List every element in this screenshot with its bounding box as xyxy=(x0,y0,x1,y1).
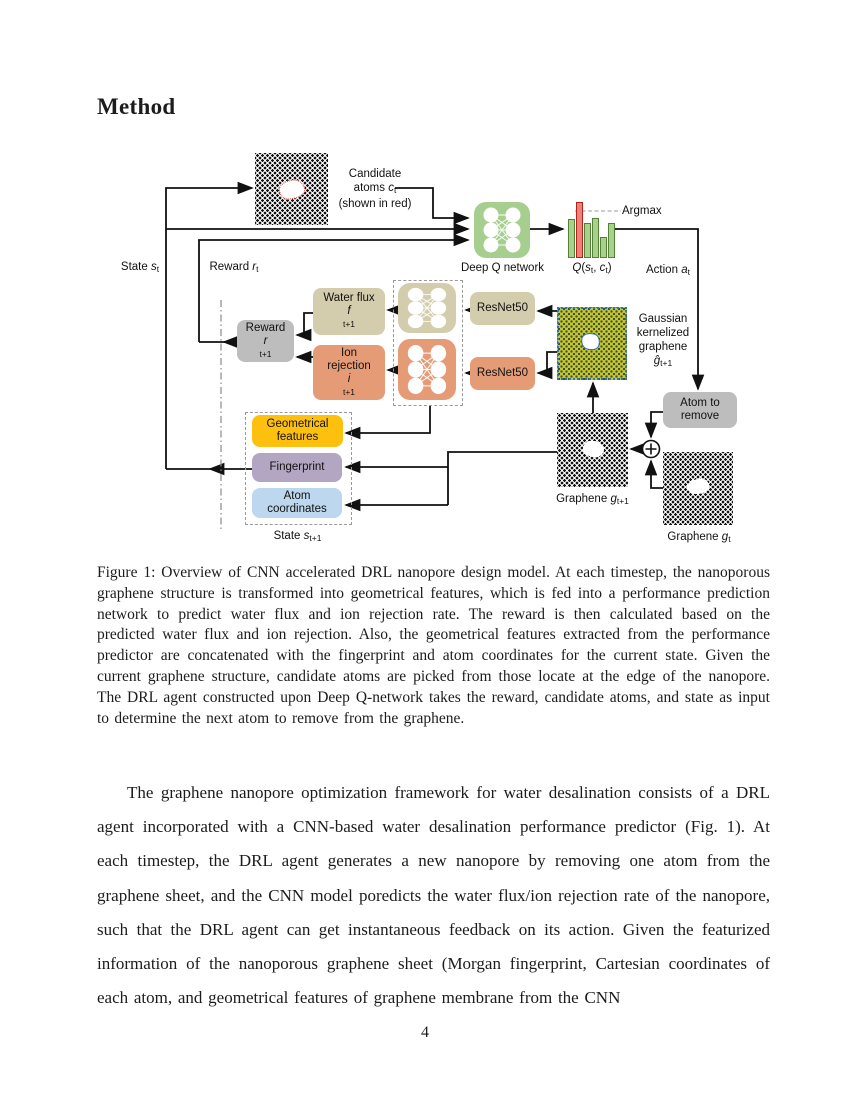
candidate-graphene-image xyxy=(255,153,328,225)
q-bar xyxy=(592,218,599,258)
gaussian-pore xyxy=(579,330,602,353)
graphene-t1-pore xyxy=(581,439,606,459)
gaussian-to-resnet-bottom-line xyxy=(536,351,557,380)
state-dashed-box xyxy=(245,412,352,525)
waterflux-to-reward-line xyxy=(295,312,313,342)
q-bar xyxy=(568,219,575,258)
figure-caption: Figure 1: Overview of CNN accelerated DR… xyxy=(97,564,770,727)
q-bar xyxy=(608,223,615,258)
argmax-label: Argmax xyxy=(622,205,662,217)
page-number: 4 xyxy=(421,1024,429,1041)
deep-q-network-label: Deep Q network xyxy=(460,262,545,274)
graphene-t1-label: Graphene gt+1 xyxy=(556,493,629,506)
reward-t-label: Reward rt xyxy=(209,261,259,274)
graphene-t-image xyxy=(663,452,733,525)
body-paragraph: The graphene nanopore optimization frame… xyxy=(97,783,770,1008)
q-bars xyxy=(568,202,615,258)
fingerprint-node: Fingerprint xyxy=(252,453,342,482)
neural-network-icon xyxy=(407,287,447,329)
graphene-t-pore xyxy=(685,476,711,497)
atomremove-to-plus-line xyxy=(644,411,663,439)
q-bar xyxy=(600,237,607,258)
deep-q-network-node xyxy=(474,202,530,258)
gaussian-graphene-image xyxy=(557,307,627,380)
graphene-t1-image xyxy=(557,413,628,487)
predictor-dashed-box xyxy=(393,280,463,406)
resnet50-bottom-node: ResNet50 xyxy=(470,357,535,390)
candidate-pore xyxy=(277,178,307,201)
graphene-t-label: Graphene gt xyxy=(667,531,731,544)
q-bar-chart xyxy=(568,202,615,258)
resnet50-top-node: ResNet50 xyxy=(470,292,535,325)
state-t1-label: State st+1 xyxy=(273,530,322,543)
action-label: Action at xyxy=(646,264,690,277)
section-heading: Method xyxy=(97,94,176,119)
graphenet1-to-state-line xyxy=(447,451,557,505)
nn-to-geometrical-line xyxy=(344,406,431,440)
graphenet-to-plus-line xyxy=(644,459,663,489)
q-bar xyxy=(576,202,583,258)
q-bar xyxy=(584,223,591,258)
waterflux-nn-node xyxy=(398,283,456,333)
ion-nn-node xyxy=(398,339,456,400)
q-values-label: Q(st, ct) xyxy=(572,262,612,275)
neural-network-icon xyxy=(483,207,521,253)
combine-plus-node xyxy=(641,439,661,459)
state-t-label: State st xyxy=(120,261,160,274)
neural-network-icon xyxy=(407,344,447,395)
